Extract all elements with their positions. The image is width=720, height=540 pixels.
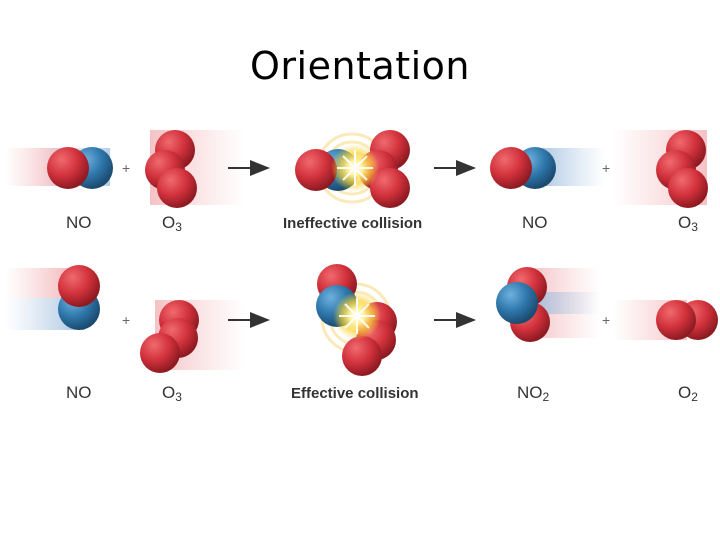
oxygen-atom [656,300,696,340]
row1-reactant2-label: O3 [162,213,182,234]
oxygen-atom [58,265,100,307]
ineffective-collision-caption: Ineffective collision [283,215,423,232]
plus-sign: + [602,312,611,328]
row2-o3-reactant-molecule [140,300,245,373]
row1-collision-illustration [295,130,410,208]
row1-no-reactant-molecule [5,147,113,189]
plus-sign: + [602,160,611,176]
row2-product1-label: NO2 [517,383,550,404]
slide-title: Orientation [249,44,471,88]
row2-no-reactant-molecule [5,265,100,330]
oxygen-atom [490,147,532,189]
oxygen-atom [370,168,410,208]
oxygen-atom [157,168,197,208]
row2-reactant2-label: O3 [162,383,182,404]
row2-collision-illustration [316,264,397,376]
oxygen-atom [295,149,337,191]
row2-reactant1-label: NO [66,383,92,402]
oxygen-atom [140,333,180,373]
nitrogen-atom [496,282,538,324]
effective-collision-caption: Effective collision [291,385,419,402]
plus-sign: + [122,312,131,328]
row2-no2-product-molecule [496,267,600,342]
plus-sign: + [122,160,131,176]
oxygen-atom [668,168,708,208]
oxygen-atom [342,336,382,376]
row2-o2-product-molecule [612,300,718,340]
row1-reactant1-label: NO [66,213,92,232]
row1-no-product-molecule [490,147,605,189]
row1-o3-product-molecule [612,130,708,208]
oxygen-atom [47,147,89,189]
row2-product2-label: O2 [678,383,698,404]
row1-product1-label: NO [522,213,548,232]
row1-product2-label: O3 [678,213,698,234]
